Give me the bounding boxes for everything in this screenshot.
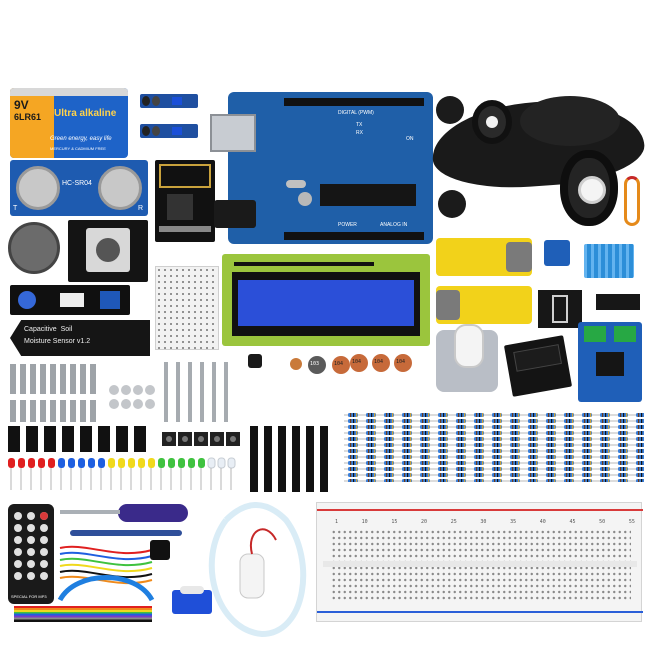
capacitor-label-1: 103 — [310, 361, 320, 367]
dc-jack — [214, 200, 256, 228]
bb-num-8: 40 — [539, 519, 546, 525]
board-digital-label: DIGITAL (PWM) — [338, 110, 374, 116]
wheel-2 — [560, 150, 618, 226]
ultrasonic-pin-t: T — [13, 205, 18, 212]
line-tracker-module — [10, 285, 130, 315]
ceramic-capacitor-2: 104 — [332, 356, 350, 374]
screws-and-nuts — [10, 364, 155, 422]
chassis-top-plate — [520, 96, 620, 146]
bb-num-10: 50 — [599, 519, 606, 525]
board-on-label: ON — [406, 136, 414, 142]
ceramic-capacitor-4: 104 — [372, 354, 390, 372]
capacitor-label-2: 104 — [334, 361, 344, 367]
ir-sensor-module-1 — [140, 94, 198, 108]
ceramic-capacitor-3: 104 — [350, 354, 368, 372]
board-analog-label: ANALOG IN — [380, 222, 408, 228]
capacitor-label-5: 104 — [396, 359, 406, 365]
capacitor-board-1 — [298, 192, 312, 206]
arduino-board: DIGITAL (PWM) TX RX ON POWER ANALOG IN — [210, 92, 433, 244]
ultrasonic-sensor: HC-SR04 T R — [10, 160, 148, 216]
board-rx-label: RX — [356, 130, 363, 136]
ceramic-capacitor-1: 103 — [308, 356, 326, 374]
potentiometer — [544, 240, 570, 266]
battery-tagline: Green energy, easy life — [50, 136, 112, 142]
ir-remote: SPECIAL FOR MP3 — [8, 504, 54, 604]
jumper-wire-bundle — [59, 545, 153, 585]
bb-num-7: 35 — [510, 519, 517, 525]
joystick-module — [68, 220, 148, 282]
ic-chip — [596, 294, 640, 310]
lcd-display — [222, 254, 430, 346]
bb-num-3: 15 — [391, 519, 398, 525]
power-header — [284, 232, 424, 240]
button-cap — [8, 222, 60, 274]
photoresistor — [290, 358, 302, 370]
water-pump-tube — [208, 502, 307, 638]
bb-num-6: 30 — [480, 519, 487, 525]
push-buttons — [162, 432, 240, 446]
soil-moisture-sensor: Capacitive Soil Moisture Sensor v1.2 — [10, 320, 150, 356]
capacitor-label-3: 104 — [352, 359, 362, 365]
board-tx-label: TX — [356, 122, 363, 128]
large-breadboard: 1 10 15 20 25 30 35 40 45 50 55 — [316, 502, 643, 622]
battery-clip — [150, 540, 170, 560]
bb-num-2: 10 — [361, 519, 368, 525]
usb-port — [210, 114, 256, 152]
battery-voltage: 9V — [14, 98, 29, 112]
digital-header — [284, 98, 424, 106]
soil-sensor-line2: Moisture Sensor v1.2 — [24, 338, 91, 345]
ceramic-capacitor-5: 104 — [394, 354, 412, 372]
motor-driver-module — [578, 322, 642, 402]
standoffs — [164, 362, 228, 422]
dc-motor-1 — [436, 238, 532, 276]
battery-fineprint: MERCURY & CADMIUM FREE — [50, 146, 106, 151]
battery-model: 6LR61 — [14, 112, 42, 122]
bb-num-1: 1 — [335, 519, 339, 525]
ultrasonic-pin-r: R — [138, 205, 144, 212]
buzzer-2 — [438, 190, 466, 218]
caster-wheel — [436, 324, 498, 392]
remote-label: SPECIAL FOR MP3 — [11, 594, 47, 599]
bb-num-4: 20 — [421, 519, 428, 525]
lcd-screen — [232, 272, 420, 336]
ir-receiver — [248, 354, 262, 368]
header-pins-row — [8, 426, 146, 452]
usb-cable — [57, 575, 155, 602]
ribbon-cable — [14, 606, 152, 622]
microcontroller-chip — [320, 184, 416, 206]
battery-brand: Ultra alkaline — [54, 108, 117, 119]
servo-motor — [172, 586, 212, 614]
jumper-wire-orange — [624, 176, 640, 226]
heat-shrink-tubes — [250, 426, 328, 492]
bb-num-5: 25 — [450, 519, 457, 525]
screwdriver-shaft — [60, 510, 120, 514]
wifi-module — [155, 160, 215, 242]
screwdriver-handle — [118, 504, 188, 522]
temperature-humidity-sensor — [584, 244, 634, 278]
rf-socket-module — [503, 335, 573, 397]
bb-num-9: 45 — [569, 519, 576, 525]
ultrasonic-model: HC-SR04 — [62, 180, 92, 187]
soil-sensor-line1: Capacitive Soil — [24, 326, 73, 333]
bb-num-11: 55 — [628, 519, 635, 525]
seven-segment-display — [538, 290, 582, 328]
dc-motor-2 — [436, 286, 532, 324]
mini-breadboard — [155, 266, 219, 350]
wheel-1 — [472, 100, 512, 144]
board-power-label: POWER — [338, 222, 357, 228]
capacitor-label-4: 104 — [374, 359, 384, 365]
led-row — [8, 457, 236, 490]
resistor-array — [344, 412, 644, 482]
buzzer-1 — [436, 96, 464, 124]
ir-sensor-module-2 — [140, 124, 198, 138]
tool-bar — [70, 530, 182, 536]
crystal — [286, 180, 306, 188]
battery-9v: 9V 6LR61 Ultra alkaline Green energy, ea… — [10, 88, 128, 158]
